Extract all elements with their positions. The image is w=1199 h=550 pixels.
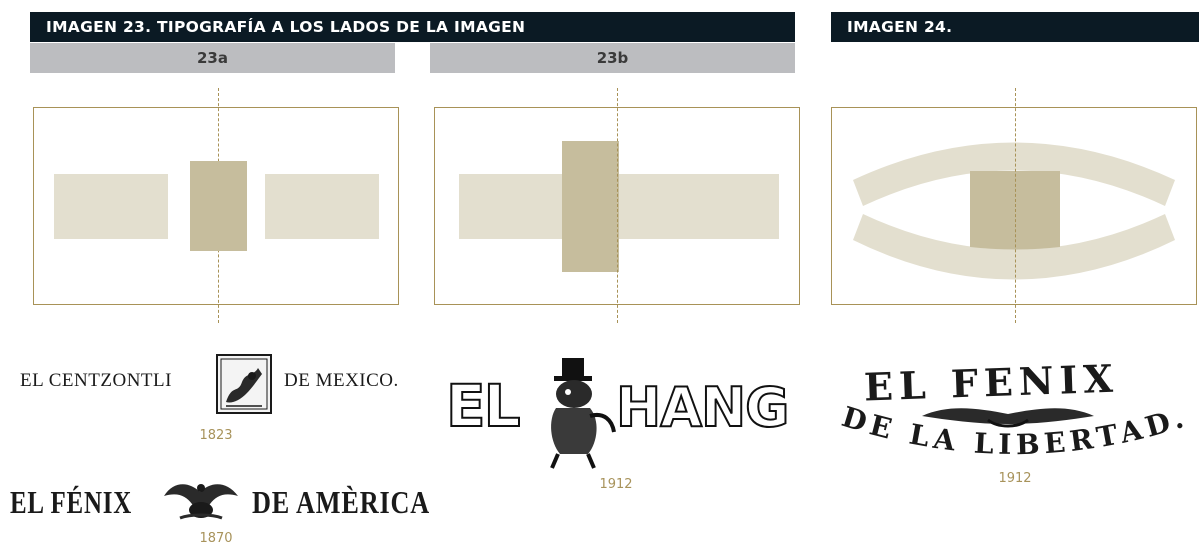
subheader-23b: 23b bbox=[430, 43, 795, 73]
diagram-frame bbox=[831, 107, 1197, 305]
text-block-left bbox=[54, 174, 168, 239]
phoenix-emblem-icon bbox=[922, 408, 1094, 428]
eagle-emblem-icon bbox=[164, 484, 238, 520]
text-block-band bbox=[459, 174, 779, 239]
year-label-1912-fenix: 1912 bbox=[998, 471, 1032, 486]
text-block-right bbox=[265, 174, 379, 239]
masthead-fenix-libertad-line2: DE LA LIBERTAD. bbox=[838, 404, 1192, 461]
image-block bbox=[562, 141, 619, 272]
masthead-centzontli-right: DE MEXICO. bbox=[284, 370, 399, 391]
masthead-chango-right: HANG bbox=[615, 375, 791, 440]
year-label-1823: 1823 bbox=[199, 428, 233, 443]
year-label-1870: 1870 bbox=[199, 531, 233, 546]
masthead-fenix-america-right: DE AMÈRICA bbox=[252, 484, 431, 520]
masthead-fenix-america-left: EL FÉNIX bbox=[10, 484, 133, 520]
center-axis bbox=[617, 88, 618, 323]
image-block bbox=[190, 161, 247, 251]
monkey-illustration-icon bbox=[550, 358, 616, 469]
arc-text-blocks bbox=[853, 142, 1175, 280]
center-axis bbox=[1015, 88, 1016, 323]
year-label-1912-chango: 1912 bbox=[599, 477, 633, 492]
upper-arc-block bbox=[853, 142, 1175, 206]
bird-engraving-icon bbox=[216, 354, 272, 414]
masthead-centzontli-left: EL CENTZONTLI bbox=[20, 370, 172, 391]
svg-text:DE LA LIBERTAD.: DE LA LIBERTAD. bbox=[838, 404, 1192, 461]
diagram-frame bbox=[33, 107, 399, 305]
figure-24-header: IMAGEN 24. bbox=[831, 12, 1199, 42]
masthead-chango-left: EL bbox=[445, 371, 522, 441]
lower-arc-block bbox=[853, 214, 1175, 280]
figure-23-header: IMAGEN 23. TIPOGRAFÍA A LOS LADOS DE LA … bbox=[30, 12, 795, 42]
subheader-23a: 23a bbox=[30, 43, 395, 73]
